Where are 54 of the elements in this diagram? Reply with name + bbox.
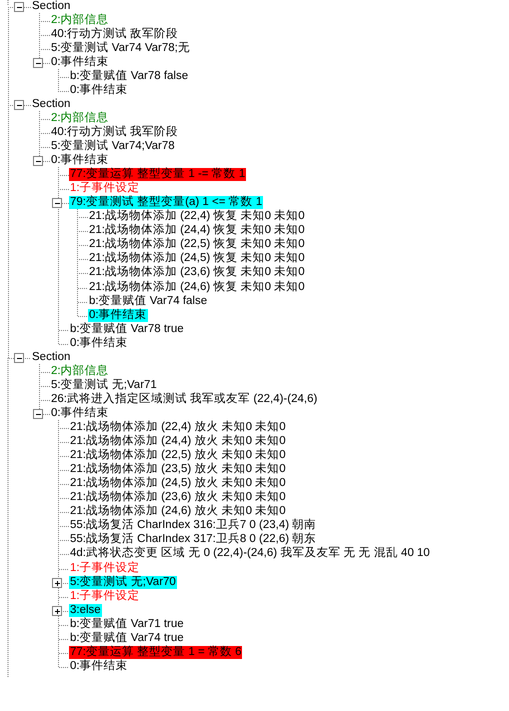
tree-line bbox=[39, 12, 50, 64]
tree-item: 21:战场物体添加 (24,5) 放火 未知0 未知0 bbox=[69, 477, 287, 490]
tree-item: 21:战场物体添加 (23,6) 放火 未知0 未知0 bbox=[69, 491, 287, 504]
tree-item: 21:战场物体添加 (24,6) 放火 未知0 未知0 bbox=[69, 505, 287, 518]
tree-item: 0:事件结束 bbox=[69, 336, 129, 350]
tree-item: 2:内部信息 bbox=[50, 14, 110, 27]
tree-item: b:变量赋值 Var74 false bbox=[88, 294, 208, 308]
tree-item: b:变量赋值 Var74 true bbox=[69, 632, 185, 645]
tree-line bbox=[8, 7, 32, 106]
highlighted-tree-item: 77:变量运算 整型变量 1 -= 常数 1 bbox=[69, 168, 246, 182]
highlighted-tree-item: 3:else bbox=[69, 604, 102, 617]
tree-item: 4d:武将状态变更 区域 无 0 (22,4)-(24,6) 我军及友军 无 无 混乱 40 10 bbox=[69, 547, 431, 560]
tree-item: 21:战场物体添加 (22,4) 恢复 未知0 未知0 bbox=[88, 210, 306, 224]
tree-item: Section bbox=[31, 0, 72, 12]
tree-line bbox=[8, 105, 32, 359]
tree-item: Section bbox=[31, 98, 72, 111]
tree-line bbox=[39, 364, 50, 415]
tree-item: 0:事件结束 bbox=[69, 84, 129, 97]
highlighted-tree-item: 77:变量运算 整型变量 1 = 常数 6 bbox=[69, 646, 242, 659]
highlighted-tree-item: 0:事件结束 bbox=[88, 308, 148, 322]
tree-item: 1:子事件设定 bbox=[69, 182, 141, 196]
tree-item: 1:子事件设定 bbox=[69, 590, 141, 603]
tree-item: 1:子事件设定 bbox=[69, 562, 141, 574]
highlighted-tree-item: 79:变量测试 整型变量(a) 1 <= 常数 1 bbox=[69, 196, 264, 210]
tree-item: 0:事件结束 bbox=[50, 154, 110, 168]
tree-item: 21:战场物体添加 (24,4) 恢复 未知0 未知0 bbox=[88, 224, 306, 238]
tree-item: 26:武将进入指定区域测试 我军或友军 (22,4)-(24,6) bbox=[50, 392, 318, 406]
tree-item: 21:战场物体添加 (24,5) 恢复 未知0 未知0 bbox=[88, 252, 306, 266]
tree-item: 55:战场复活 CharIndex 317:卫兵8 0 (22,6) 朝东 bbox=[69, 533, 318, 546]
tree-item: 5:变量测试 Var74 Var78;无 bbox=[50, 42, 191, 55]
tree-item: 21:战场物体添加 (22,5) 恢复 未知0 未知0 bbox=[88, 238, 306, 252]
tree-item: 0:事件结束 bbox=[50, 56, 110, 69]
tree-item: 5:变量测试 Var74;Var78 bbox=[50, 140, 176, 153]
highlighted-tree-item: 5:变量测试 无;Var70 bbox=[69, 576, 177, 589]
tree-item: 0:事件结束 bbox=[69, 660, 129, 673]
tree-item: 5:变量测试 无;Var71 bbox=[50, 378, 158, 392]
tree-item: 55:战场复活 CharIndex 316:卫兵7 0 (23,4) 朝南 bbox=[69, 519, 318, 532]
tree-item: 0:事件结束 bbox=[50, 406, 110, 420]
tree-item: 21:战场物体添加 (23,6) 恢复 未知0 未知0 bbox=[88, 266, 306, 280]
tree-item: 21:战场物体添加 (23,5) 放火 未知0 未知0 bbox=[69, 463, 287, 476]
tree-item: 2:内部信息 bbox=[50, 364, 110, 378]
tree-item: 21:战场物体添加 (24,6) 恢复 未知0 未知0 bbox=[88, 280, 306, 294]
tree-item: b:变量赋值 Var78 true bbox=[69, 322, 185, 336]
tree-item: Section bbox=[31, 350, 72, 364]
tree-item: 21:战场物体添加 (22,4) 放火 未知0 未知0 bbox=[69, 421, 287, 434]
tree-item: 21:战场物体添加 (24,4) 放火 未知0 未知0 bbox=[69, 435, 287, 448]
tree-item: b:变量赋值 Var78 false bbox=[69, 70, 190, 83]
tree-item: 40:行动方测试 敌军阶段 bbox=[50, 28, 180, 41]
tree-item: b:变量赋值 Var71 true bbox=[69, 618, 185, 631]
tree-line bbox=[39, 110, 50, 162]
tree-item: 21:战场物体添加 (22,5) 放火 未知0 未知0 bbox=[69, 449, 287, 462]
tree-line bbox=[58, 68, 70, 92]
tree-item: 40:行动方测试 我军阶段 bbox=[50, 126, 180, 139]
tree-item: 2:内部信息 bbox=[50, 112, 110, 125]
